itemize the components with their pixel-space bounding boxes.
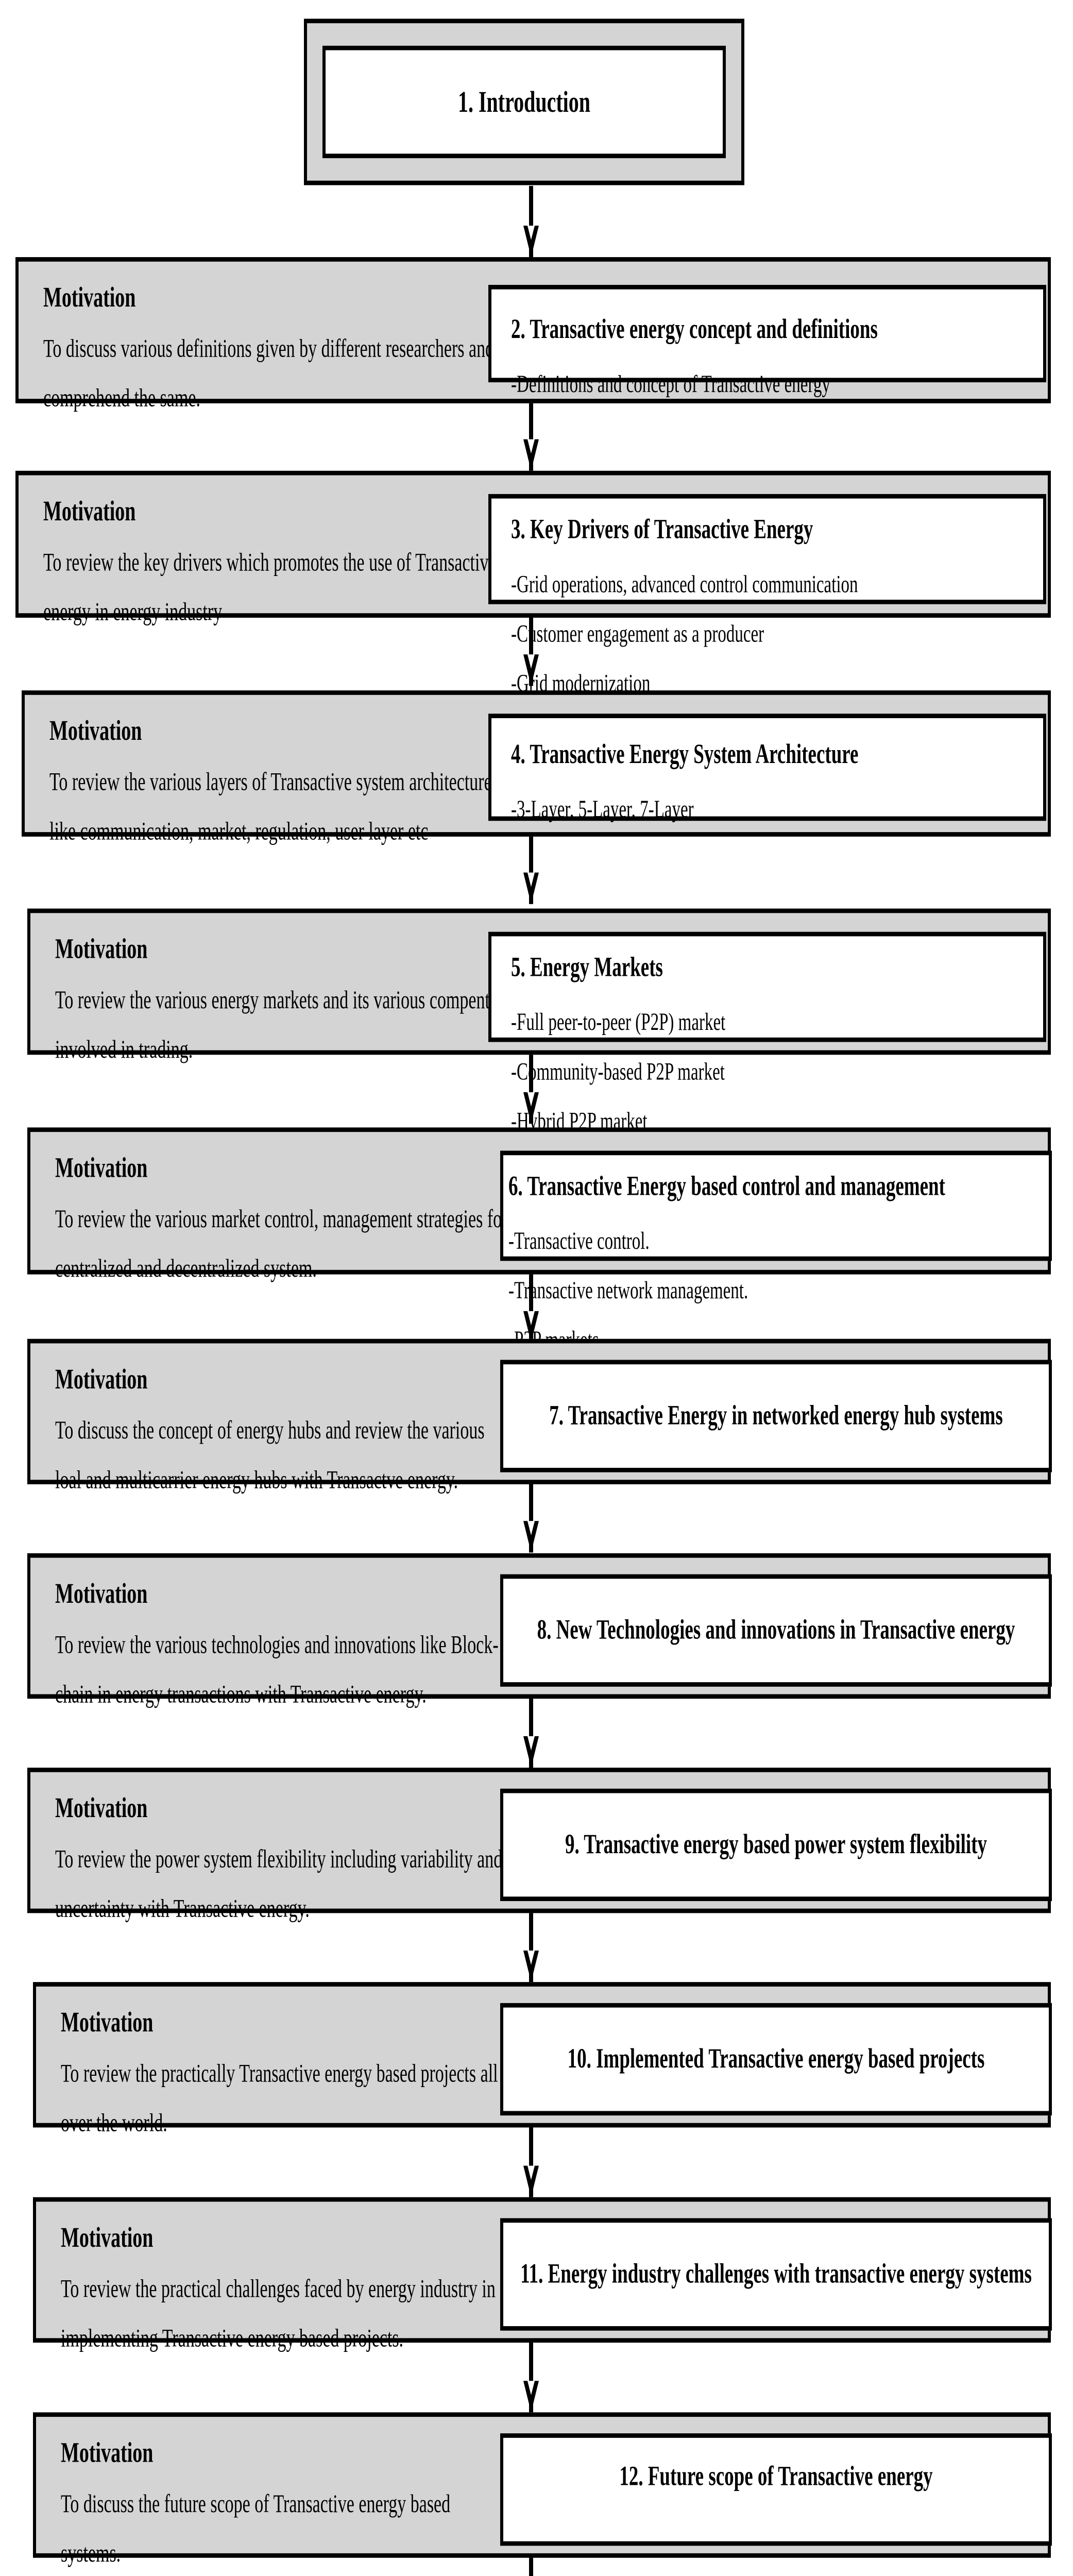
content-box-9: 9. Transactive energy based power system… xyxy=(500,1788,1052,1902)
stage-row-4: Motivation To review the various layers … xyxy=(22,690,1051,845)
motivation-heading-4: Motivation xyxy=(49,715,142,747)
motivation-heading-9: Motivation xyxy=(55,1792,148,1824)
motivation-text-6: To review the various market control, ma… xyxy=(55,1205,508,1283)
motivation-text-2: To discuss various definitions given by … xyxy=(43,335,495,413)
content-box-2: 2. Transactive energy concept and defini… xyxy=(488,284,1046,398)
motivation-block-10: Motivation To review the practically Tra… xyxy=(61,2007,514,2149)
content-title-2: 2. Transactive energy concept and defini… xyxy=(511,314,878,345)
motivation-text-7: To discuss the concept of energy hubs an… xyxy=(55,1416,485,1495)
stage-row-12: Motivation To discuss the future scope o… xyxy=(33,2412,1052,2568)
content-box-3: 3. Key Drivers of Transactive Energy -Gr… xyxy=(488,494,1046,697)
motivation-heading-2: Motivation xyxy=(43,282,136,314)
content-title-3: 3. Key Drivers of Transactive Energy xyxy=(511,514,813,545)
stage-row-8: Motivation To review the various technol… xyxy=(27,1553,1052,1708)
arrow-2-to-3 xyxy=(523,403,539,471)
motivation-block-9: Motivation To review the power system fl… xyxy=(55,1792,508,1934)
motivation-text-11: To review the practical challenges faced… xyxy=(61,2275,496,2353)
content-box-6: 6. Transactive Energy based control and … xyxy=(500,1150,1052,1354)
arrow-6-to-7 xyxy=(523,1274,539,1343)
content-box-12: 12. Future scope of Transactive energy xyxy=(500,2433,1052,2546)
stage-row-2: Motivation To discuss various definition… xyxy=(15,257,1051,412)
content-bullet: -Community-based P2P market xyxy=(511,1058,725,1086)
content-bullet: -3-Layer, 5-Layer, 7-Layer xyxy=(511,796,694,823)
motivation-text-12: To discuss the future scope of Transacti… xyxy=(61,2490,451,2568)
content-bullet: -Definitions and concept of Transactive … xyxy=(511,371,830,398)
motivation-block-4: Motivation To review the various layers … xyxy=(49,715,503,857)
content-title-12: 12. Future scope of Transactive energy xyxy=(619,2461,933,2492)
motivation-heading-8: Motivation xyxy=(55,1578,148,1609)
content-bullet: -Customer engagement as a producer xyxy=(511,620,764,648)
stage-row-9: Motivation To review the power system fl… xyxy=(27,1768,1052,1923)
arrow-4-to-5 xyxy=(523,836,539,904)
arrow-9-to-10 xyxy=(523,1913,539,1982)
content-bullet: -Grid operations, advanced control commu… xyxy=(511,571,858,599)
arrow-7-to-8 xyxy=(523,1484,539,1553)
terminal-introduction-label: 1. Introduction xyxy=(457,84,591,118)
motivation-text-8: To review the various technologies and i… xyxy=(55,1631,499,1709)
arrow-11-to-12 xyxy=(523,2343,539,2413)
content-box-10: 10. Implemented Transactive energy based… xyxy=(500,2003,1052,2116)
content-title-5: 5. Energy Markets xyxy=(511,952,663,983)
motivation-heading-3: Motivation xyxy=(43,495,136,527)
content-box-5: 5. Energy Markets -Full peer-to-peer (P2… xyxy=(488,931,1046,1135)
content-bullets-4: -3-Layer, 5-Layer, 7-Layer xyxy=(511,785,1032,835)
motivation-block-3: Motivation To review the key drivers whi… xyxy=(43,496,497,637)
content-box-4: 4. Transactive Energy System Architectur… xyxy=(488,714,1046,823)
motivation-heading-12: Motivation xyxy=(61,2437,154,2469)
content-title-4: 4. Transactive Energy System Architectur… xyxy=(511,739,859,770)
motivation-text-9: To review the power system flexibility i… xyxy=(55,1845,503,1923)
motivation-text-10: To review the practically Transactive en… xyxy=(61,2060,498,2138)
arrow-3-to-4 xyxy=(523,617,539,686)
motivation-text-4: To review the various layers of Transact… xyxy=(49,768,492,846)
stage-row-5: Motivation To review the various energy … xyxy=(27,908,1051,1135)
motivation-block-2: Motivation To discuss various definition… xyxy=(43,282,497,424)
arrow-12-to-conclusion xyxy=(523,2557,539,2576)
content-title-9: 9. Transactive energy based power system… xyxy=(565,1829,987,1860)
motivation-block-12: Motivation To discuss the future scope o… xyxy=(61,2437,514,2576)
motivation-block-8: Motivation To review the various technol… xyxy=(55,1578,508,1720)
motivation-text-3: To review the key drivers which promotes… xyxy=(43,548,497,626)
content-title-8: 8. New Technologies and innovations in T… xyxy=(537,1615,1015,1646)
arrow-5-to-6 xyxy=(523,1055,539,1124)
stage-row-7: Motivation To discuss the concept of ene… xyxy=(27,1338,1052,1494)
content-box-8: 8. New Technologies and innovations in T… xyxy=(500,1574,1052,1687)
content-title-11: 11. Energy industry challenges with tran… xyxy=(520,2259,1032,2290)
content-bullets-3: -Grid operations, advanced control commu… xyxy=(511,560,1032,708)
terminal-introduction: 1. Introduction xyxy=(304,19,744,185)
content-bullets-2: -Definitions and concept of Transactive … xyxy=(511,360,1032,410)
content-box-7: 7. Transactive Energy in networked energ… xyxy=(500,1360,1052,1472)
motivation-heading-10: Motivation xyxy=(61,2007,154,2039)
arrow-8-to-9 xyxy=(523,1699,539,1768)
content-bullet: -Transactive control. xyxy=(508,1228,650,1255)
content-bullet: -Transactive network management. xyxy=(508,1277,748,1304)
content-title-10: 10. Implemented Transactive energy based… xyxy=(567,2043,985,2075)
content-title-6: 6. Transactive Energy based control and … xyxy=(508,1171,945,1202)
stage-row-11: Motivation To review the practical chall… xyxy=(33,2197,1052,2352)
motivation-heading-11: Motivation xyxy=(61,2222,154,2253)
motivation-text-5: To review the various energy markets and… xyxy=(55,986,497,1064)
stage-row-3: Motivation To review the key drivers whi… xyxy=(15,470,1051,697)
terminal-introduction-inner: 1. Introduction xyxy=(322,45,726,159)
motivation-heading-6: Motivation xyxy=(55,1152,148,1184)
motivation-heading-7: Motivation xyxy=(55,1363,148,1395)
content-bullets-5: -Full peer-to-peer (P2P) market -Communi… xyxy=(511,998,1032,1146)
motivation-block-11: Motivation To review the practical chall… xyxy=(61,2222,514,2364)
motivation-block-7: Motivation To discuss the concept of ene… xyxy=(55,1364,508,1505)
motivation-block-5: Motivation To review the various energy … xyxy=(55,934,508,1075)
stage-row-6: Motivation To review the various market … xyxy=(27,1127,1052,1354)
motivation-heading-5: Motivation xyxy=(55,933,148,965)
arrow-10-to-11 xyxy=(523,2127,539,2197)
content-title-7: 7. Transactive Energy in networked energ… xyxy=(549,1400,1003,1431)
motivation-block-6: Motivation To review the various market … xyxy=(55,1153,508,1294)
content-bullet: -Full peer-to-peer (P2P) market xyxy=(511,1009,726,1037)
arrow-intro-to-2 xyxy=(523,185,539,258)
stage-row-10: Motivation To review the practically Tra… xyxy=(33,1982,1052,2137)
content-box-11: 11. Energy industry challenges with tran… xyxy=(500,2218,1052,2331)
